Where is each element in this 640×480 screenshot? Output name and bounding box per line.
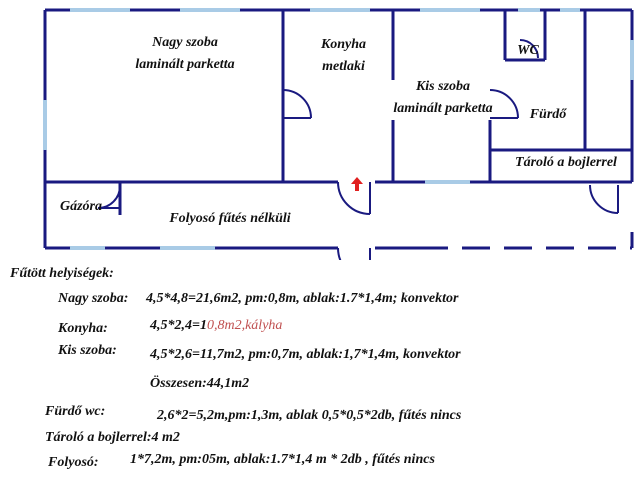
door-kis-arc [489, 89, 519, 119]
note-konyha-value-b: 0,8m2,kályha [206, 318, 283, 333]
room-floor: laminált parketta [393, 101, 493, 116]
door-main-arc [337, 247, 342, 260]
floor-plan [43, 8, 634, 260]
room-gazora-label: Gázóra [59, 199, 102, 214]
note-tarolo: Tároló a bojlerrel:4 m2 [45, 430, 180, 445]
note-folyoso-value: 1*7,2m, pm:05m, ablak:1.7*1,4 m * 2db , … [130, 452, 435, 467]
note-furdo-wc-label: Fürdő wc: [45, 404, 106, 419]
room-furdo-label: Fürdő [529, 107, 567, 122]
room-wc-label: WC [517, 43, 539, 58]
room-floor: laminált parketta [135, 57, 235, 72]
room-floor: metlaki [322, 59, 365, 74]
room-name: Nagy szoba [152, 35, 218, 50]
note-nagy-szoba-value: 4,5*4,8=21,6m2, pm:0,8m, ablak:1.7*1,4m;… [146, 291, 459, 306]
door-furdo-arc [589, 184, 619, 214]
note-konyha-label: Konyha: [58, 321, 108, 336]
room-kis-szoba-label: Kis szoba laminált parketta [368, 76, 518, 120]
note-kis-szoba-label: Kis szoba: [58, 343, 117, 358]
notes-heading: Fűtött helyiségek: [10, 266, 114, 281]
note-folyoso-label: Folyosó: [48, 455, 99, 470]
room-name: Kis szoba [415, 79, 471, 94]
door-konyha-arc [282, 89, 312, 119]
note-nagy-szoba-label: Nagy szoba: [58, 291, 129, 306]
room-nagy-szoba-label: Nagy szoba laminált parketta [95, 32, 275, 76]
note-konyha-value: 4,5*2,4=10,8m2,kályha [150, 318, 282, 334]
room-tarolo-label: Tároló a bojlerrel [515, 155, 617, 170]
door-entry-arc [337, 181, 371, 215]
note-osszesen: Összesen:44,1m2 [150, 376, 250, 391]
room-folyoso-label: Folyosó fűtés nélküli [169, 211, 291, 226]
note-furdo-wc-value: 2,6*2=5,2m,pm:1,3m, ablak 0,5*0,5*2db, f… [157, 408, 462, 423]
entrance-arrow [351, 177, 363, 191]
note-kis-szoba-value: 4,5*2,6=11,7m2, pm:0,7m, ablak:1,7*1,4m,… [150, 347, 461, 362]
door-wc-arc [519, 39, 539, 59]
note-konyha-value-a: 4,5*2,4=1 [150, 318, 207, 333]
room-konyha-label: Konyha metlaki [296, 34, 391, 78]
room-name: Konyha [320, 37, 367, 52]
